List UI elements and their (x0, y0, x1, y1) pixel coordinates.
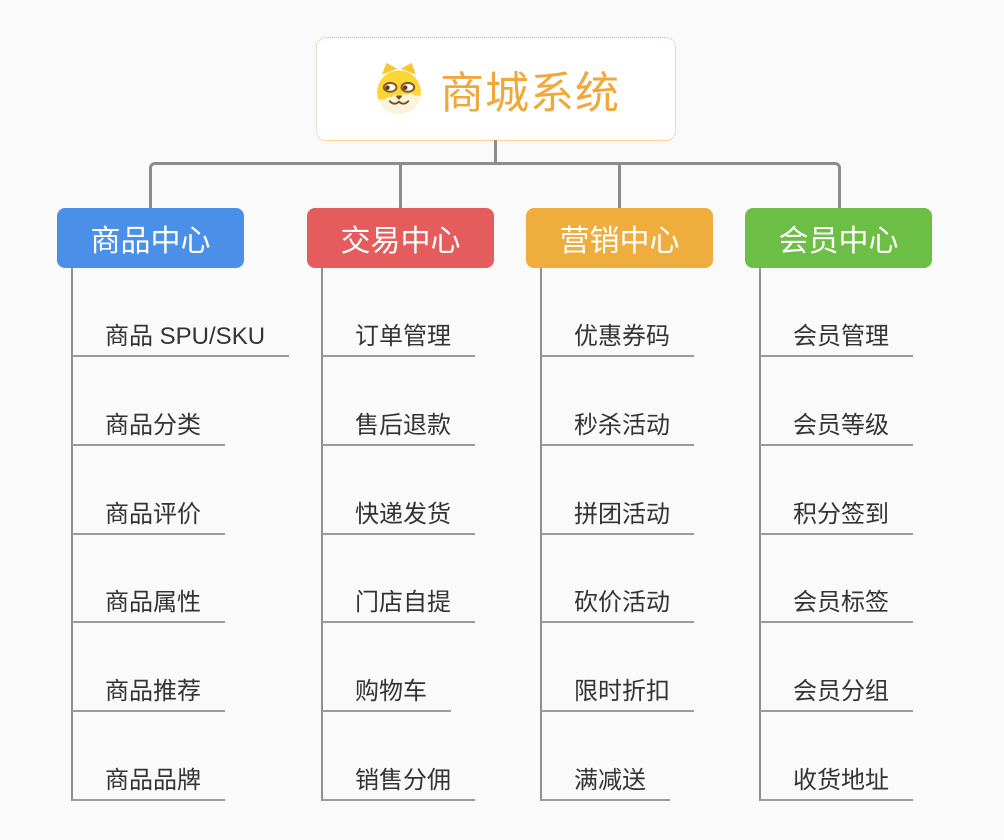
leaf-node[interactable]: 限时折扣 (541, 679, 694, 712)
leaf-node[interactable]: 会员分组 (760, 679, 913, 712)
leaf-node[interactable]: 砍价活动 (541, 590, 694, 623)
leaf-node[interactable]: 商品 SPU/SKU (72, 324, 290, 357)
connector-root-drop (494, 140, 497, 164)
leaf-node[interactable]: 秒杀活动 (541, 413, 694, 446)
branch-column-marketing: 优惠券码 秒杀活动 拼团活动 砍价活动 限时折扣 满减送 (541, 0, 821, 840)
leaf-node[interactable]: 商品属性 (72, 590, 225, 623)
leaf-node[interactable]: 会员标签 (760, 590, 913, 623)
leaf-node[interactable]: 商品评价 (72, 502, 225, 535)
branch-column-product: 商品 SPU/SKU 商品分类 商品评价 商品属性 商品推荐 商品品牌 (72, 0, 352, 840)
leaf-node[interactable]: 订单管理 (322, 324, 475, 357)
dog-face-icon (377, 62, 421, 115)
root-node[interactable]: 商城系统 (316, 37, 676, 141)
leaf-node[interactable]: 会员等级 (760, 413, 913, 446)
leaf-node[interactable]: 售后退款 (322, 413, 475, 446)
leaf-node[interactable]: 门店自提 (322, 590, 475, 623)
branch-node-marketing-center[interactable]: 营销中心 (526, 208, 713, 268)
connector-drop-branch3 (618, 164, 621, 208)
branch-column-member: 会员管理 会员等级 积分签到 会员标签 会员分组 收货地址 (760, 0, 1004, 840)
leaf-node[interactable]: 商品分类 (72, 413, 225, 446)
leaf-node[interactable]: 购物车 (322, 679, 451, 712)
leaf-node[interactable]: 优惠券码 (541, 324, 694, 357)
leaf-node[interactable]: 商品品牌 (72, 768, 225, 801)
leaf-node[interactable]: 会员管理 (760, 324, 913, 357)
branch-column-trade: 订单管理 售后退款 快递发货 门店自提 购物车 销售分佣 (322, 0, 602, 840)
leaf-node[interactable]: 收货地址 (760, 768, 913, 801)
leaf-node[interactable]: 积分签到 (760, 502, 913, 535)
connector-drop-branch2 (399, 164, 402, 208)
leaf-node[interactable]: 快递发货 (322, 502, 475, 535)
root-title: 商城系统 (440, 69, 620, 118)
leaf-node[interactable]: 销售分佣 (322, 768, 475, 801)
leaf-node[interactable]: 拼团活动 (541, 502, 694, 535)
branch-node-trade-center[interactable]: 交易中心 (307, 208, 494, 268)
branch-node-member-center[interactable]: 会员中心 (745, 208, 932, 268)
branch-node-product-center[interactable]: 商品中心 (57, 208, 244, 268)
leaf-node[interactable]: 满减送 (541, 768, 670, 801)
leaf-node[interactable]: 商品推荐 (72, 679, 225, 712)
connector-bus (149, 162, 841, 208)
